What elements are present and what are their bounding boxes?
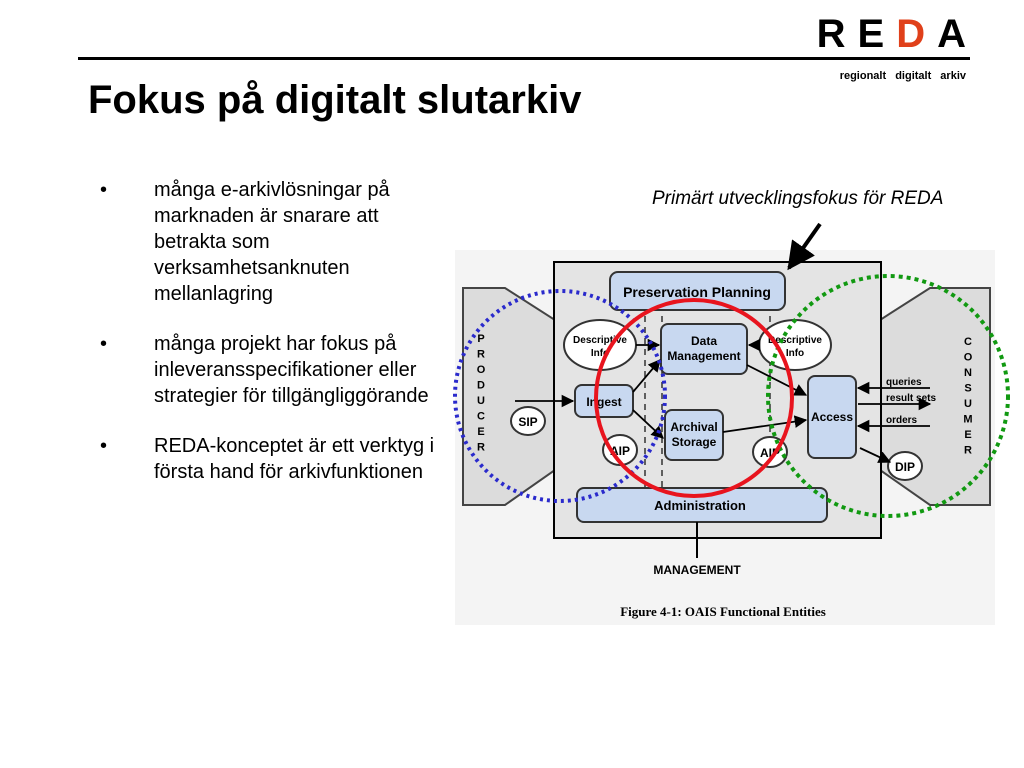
access-box — [807, 375, 857, 459]
producer-letters-char: O — [477, 364, 486, 376]
queries-label: queries — [886, 377, 922, 388]
consumer-letters-char: O — [964, 352, 973, 364]
administration-box — [576, 487, 828, 523]
dip-ellipse — [887, 451, 923, 481]
consumer-letters-char: E — [964, 429, 971, 441]
ingest-label: Ingest — [586, 395, 621, 409]
logo-letter-e: E — [857, 12, 885, 56]
slide-title: Fokus på digitalt slutarkiv — [88, 78, 582, 122]
consumer-letters-char: N — [964, 367, 972, 379]
callout-arrow — [787, 222, 822, 271]
consumer-letters-char: U — [964, 398, 972, 410]
bullet-list: många e-arkivlösningar på marknaden är s… — [100, 177, 440, 509]
ingest-box — [574, 384, 634, 418]
descriptive-info-right-label-1: Descriptive — [768, 335, 822, 346]
administration-label: Administration — [654, 498, 746, 513]
preservation-planning-label: Preservation Planning — [623, 284, 771, 300]
sip-ellipse — [510, 406, 546, 436]
archival-storage-box — [664, 409, 724, 461]
descriptive-info-right-label-2: Info — [786, 348, 804, 359]
descriptive-info-left-label-1: Descriptive — [573, 335, 627, 346]
logo-letter-d: D — [896, 12, 926, 56]
dip-label: DIP — [895, 460, 915, 474]
data-management-label-2: Management — [667, 349, 740, 363]
flow-arrows — [515, 338, 932, 463]
consumer-letters-char: R — [964, 445, 972, 457]
producer-focus-circle — [453, 289, 667, 503]
bullet-item: många projekt har fokus på inleveransspe… — [100, 331, 440, 409]
producer-letters-char: R — [477, 349, 485, 361]
producer-letters-char: P — [477, 333, 484, 345]
access-label: Access — [811, 410, 853, 424]
data-management-box — [660, 323, 748, 375]
consumer-letters-char: M — [963, 414, 972, 426]
preservation-planning-box — [609, 271, 786, 311]
producer-letters-char: C — [477, 411, 485, 423]
consumer-letters-char: S — [964, 383, 971, 395]
producer-letters-char: D — [477, 380, 485, 392]
archive-focus-circle — [594, 298, 794, 498]
result-sets-label: result sets — [886, 393, 936, 404]
logo-letter-r: R — [816, 12, 846, 56]
descriptive-info-left-label-2: Info — [591, 348, 609, 359]
sip-label: SIP — [518, 415, 537, 429]
consumer-letters-char: C — [964, 336, 972, 348]
consumer-focus-circle — [766, 274, 1010, 518]
figure-caption: Figure 4-1: OAIS Functional Entities — [620, 604, 826, 619]
bullet-item: många e-arkivlösningar på marknaden är s… — [100, 177, 440, 307]
producer-letters-char: U — [477, 395, 485, 407]
archival-storage-label-1: Archival — [670, 420, 717, 434]
producer-letters-char: E — [477, 426, 484, 438]
focus-note: Primärt utvecklingsfokus för REDA — [652, 188, 944, 209]
logo-subtitle: regionalt digitalt arkiv — [839, 70, 966, 82]
logo-letter-a: A — [937, 12, 966, 56]
producer-letters-char: R — [477, 442, 485, 454]
data-management-label-1: Data — [691, 334, 717, 348]
bullet-item: REDA-konceptet är ett verktyg i första h… — [100, 433, 440, 485]
archival-storage-label-2: Storage — [672, 435, 717, 449]
header-rule — [78, 57, 970, 60]
management-label: MANAGEMENT — [653, 563, 741, 577]
orders-label: orders — [886, 415, 918, 426]
